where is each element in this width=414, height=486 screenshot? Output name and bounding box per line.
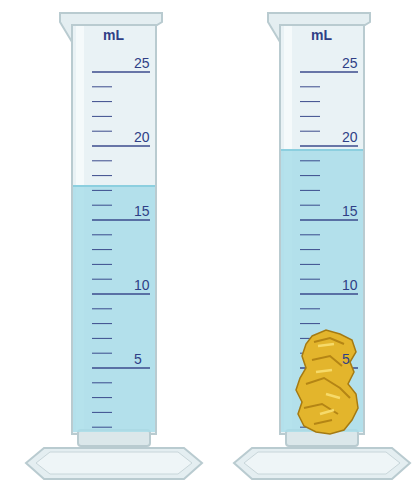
scale-tick — [92, 293, 150, 294]
scale-tick — [92, 131, 112, 132]
right-cylinder — [234, 13, 410, 479]
scale-tick — [92, 397, 112, 398]
scale-tick — [300, 219, 358, 220]
scale-tick — [300, 279, 320, 280]
scale-number: 25 — [342, 56, 358, 70]
water — [73, 186, 155, 432]
scale-tick — [92, 427, 112, 428]
scale-tick — [92, 367, 150, 368]
scale-tick — [300, 160, 320, 161]
scale-number: 25 — [134, 56, 150, 70]
scale-tick — [300, 264, 320, 265]
scale-number: 20 — [134, 130, 150, 144]
scale-tick — [300, 190, 320, 191]
scale-tick — [300, 71, 358, 72]
scale-number: 5 — [342, 352, 350, 366]
scale-tick — [300, 308, 320, 309]
scale-tick — [300, 145, 358, 146]
scale-tick — [92, 145, 150, 146]
scale-tick — [92, 234, 112, 235]
scale-tick — [300, 293, 358, 294]
left-cylinder — [26, 13, 202, 479]
gold-nugget — [296, 330, 358, 434]
scale-tick — [92, 160, 112, 161]
scale-number: 5 — [134, 352, 142, 366]
unit-label: mL — [311, 28, 332, 42]
scale-number: 10 — [342, 278, 358, 292]
scale-tick — [92, 101, 112, 102]
scale-tick — [92, 353, 112, 354]
scale-tick — [300, 116, 320, 117]
scale-tick — [92, 71, 150, 72]
scale-tick — [92, 190, 112, 191]
scale-tick — [300, 323, 320, 324]
scale-number: 20 — [342, 130, 358, 144]
scale-tick — [300, 131, 320, 132]
scale-tick — [300, 86, 320, 87]
scale-tick — [92, 382, 112, 383]
scale-tick — [92, 116, 112, 117]
scale-tick — [92, 308, 112, 309]
scale-tick — [92, 205, 112, 206]
scale-number: 15 — [134, 204, 150, 218]
scale-number: 10 — [134, 278, 150, 292]
scale-tick — [92, 219, 150, 220]
scale-tick — [300, 175, 320, 176]
scale-tick — [92, 412, 112, 413]
scale-tick — [300, 205, 320, 206]
scale-tick — [92, 175, 112, 176]
scale-tick — [92, 249, 112, 250]
scale-tick — [92, 338, 112, 339]
unit-label: mL — [103, 28, 124, 42]
scale-tick — [300, 101, 320, 102]
scale-tick — [92, 279, 112, 280]
scale-tick — [300, 249, 320, 250]
scale-tick — [92, 264, 112, 265]
scale-tick — [300, 234, 320, 235]
scale-number: 15 — [342, 204, 358, 218]
scale-tick — [92, 323, 112, 324]
scale-tick — [92, 86, 112, 87]
